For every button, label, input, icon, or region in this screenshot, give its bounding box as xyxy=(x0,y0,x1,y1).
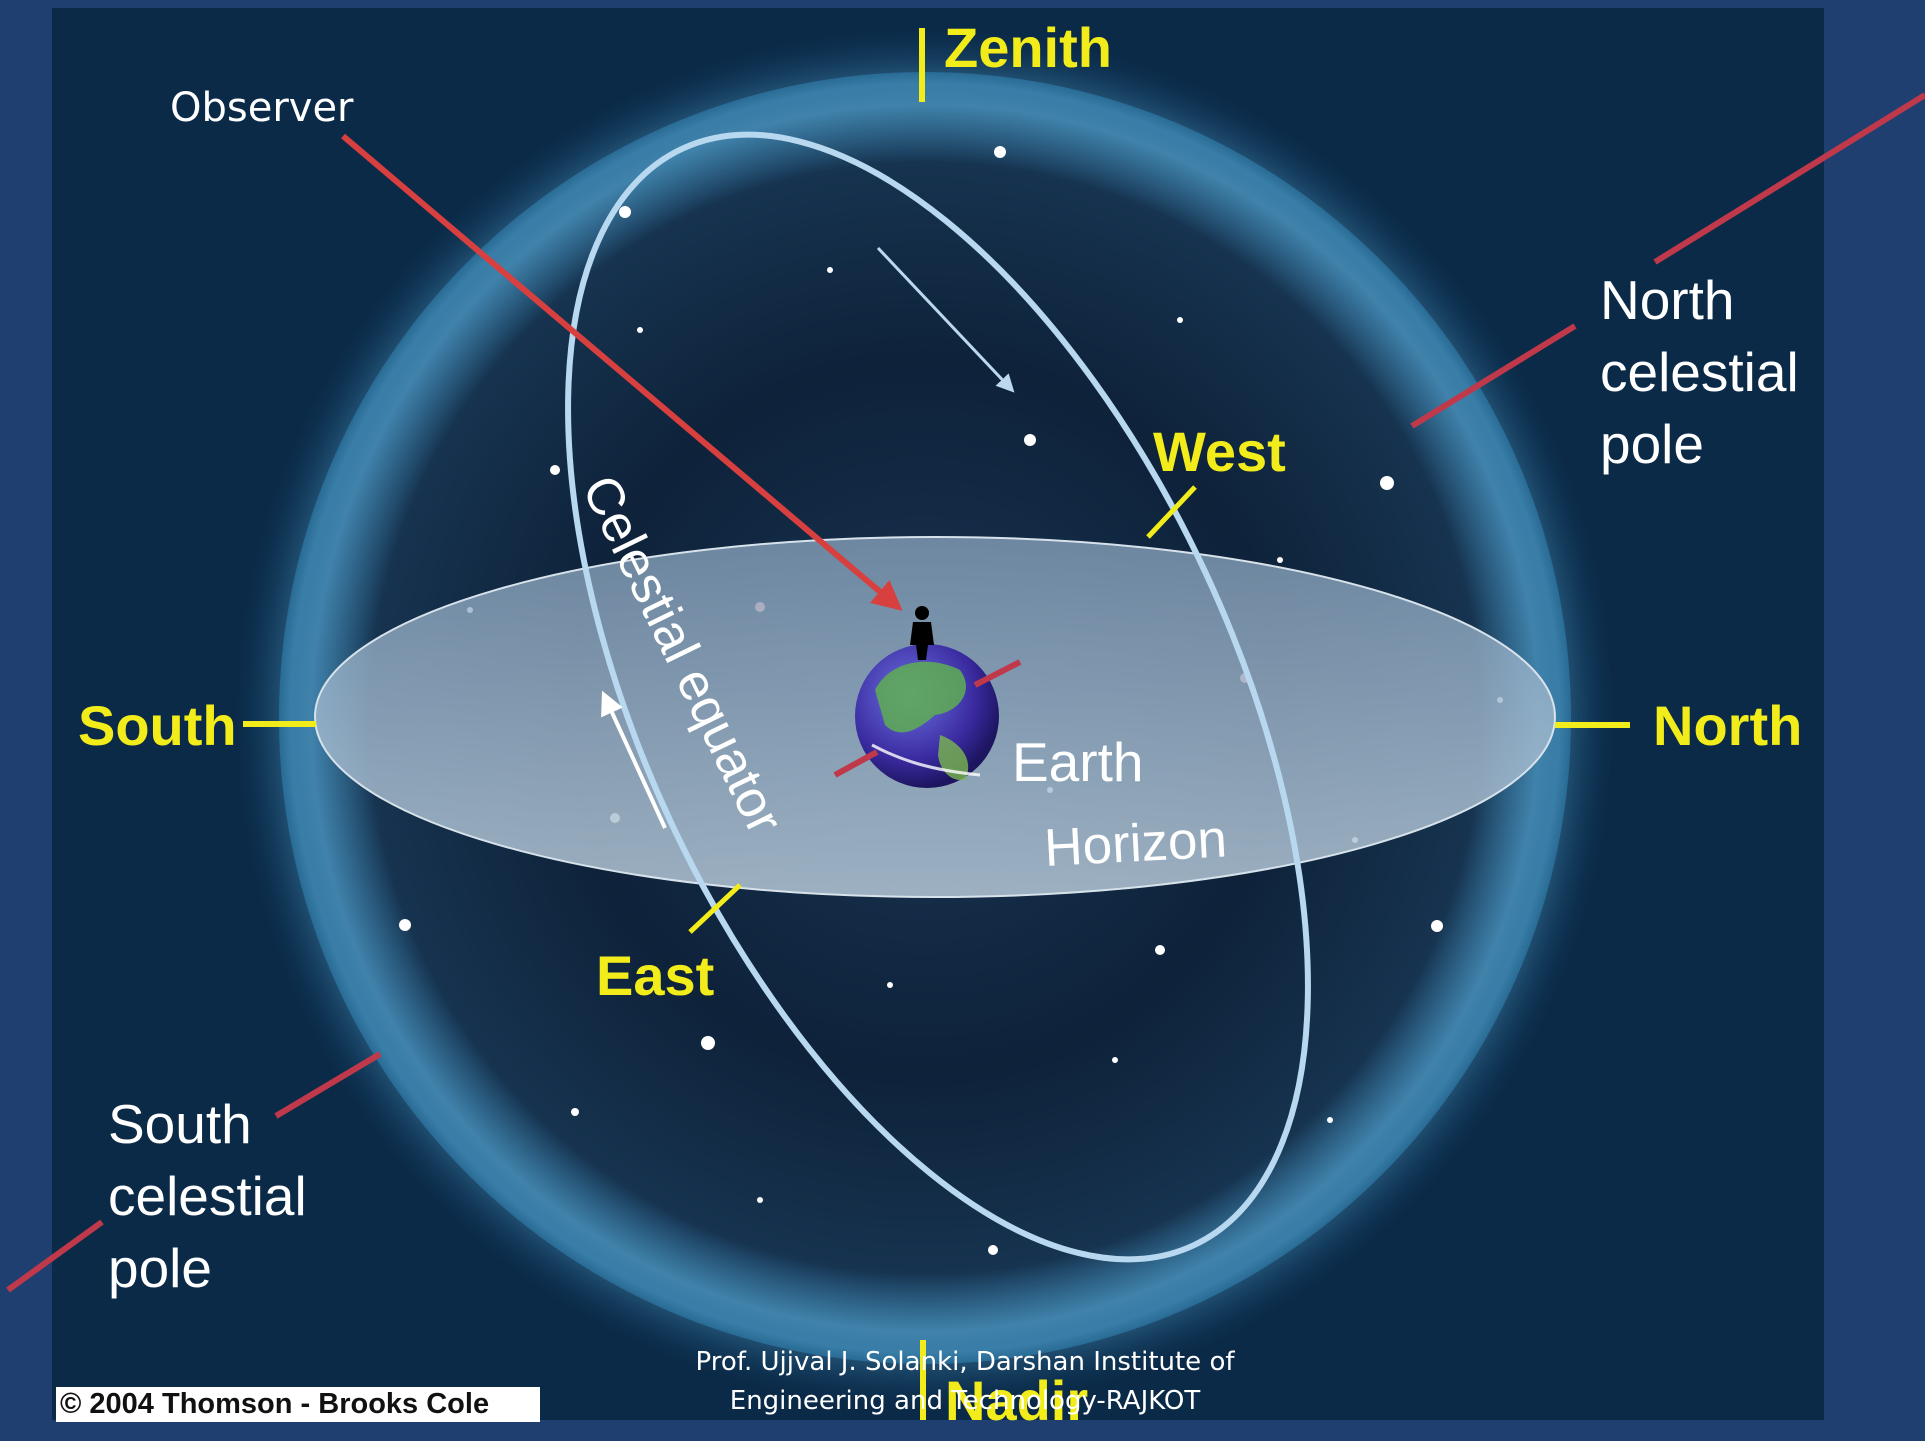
ncp-line-1: North xyxy=(1600,269,1735,331)
scp-pointer-inner xyxy=(274,1051,382,1119)
zenith-label: Zenith xyxy=(944,16,1112,79)
east-label: East xyxy=(596,944,715,1007)
earth-label: Earth xyxy=(1012,731,1144,793)
ncp-line-3: pole xyxy=(1600,413,1704,475)
nadir-label: Nadir xyxy=(945,1369,1089,1432)
ncp-pointer-inner xyxy=(1410,323,1577,429)
west-leader xyxy=(1146,485,1197,539)
slide-footer: Prof. Ujjval J. Solanki, Darshan Institu… xyxy=(600,1343,1330,1421)
footer-line-1: Prof. Ujjval J. Solanki, Darshan Institu… xyxy=(695,1347,1235,1377)
equator-arrow-bottom xyxy=(601,690,667,829)
celestial-equator-ring xyxy=(565,131,1311,1263)
footer-line-2: Engineering and Technology-RAJKOT xyxy=(729,1386,1201,1416)
north-celestial-pole-label: North celestial pole xyxy=(1600,264,1799,480)
scp-line-2: celestial xyxy=(108,1165,307,1227)
south-celestial-pole-label: South celestial pole xyxy=(108,1088,307,1304)
south-label: South xyxy=(78,694,237,757)
scp-pointer-outer xyxy=(6,1219,104,1293)
east-leader xyxy=(688,883,742,934)
observer-pointer xyxy=(341,133,903,611)
earth-globe xyxy=(833,606,1022,788)
scp-line-3: pole xyxy=(108,1237,212,1299)
copyright-notice: © 2004 Thomson - Brooks Cole xyxy=(56,1387,540,1422)
west-label: West xyxy=(1153,420,1286,483)
equator-arrow-top xyxy=(876,246,1015,393)
observer-label: Observer xyxy=(170,85,354,131)
ncp-pointer-outer xyxy=(1653,92,1925,265)
north-label: North xyxy=(1653,694,1803,757)
horizon-label: Horizon xyxy=(1042,809,1229,878)
scp-line-1: South xyxy=(108,1093,252,1155)
ncp-line-2: celestial xyxy=(1600,341,1799,403)
